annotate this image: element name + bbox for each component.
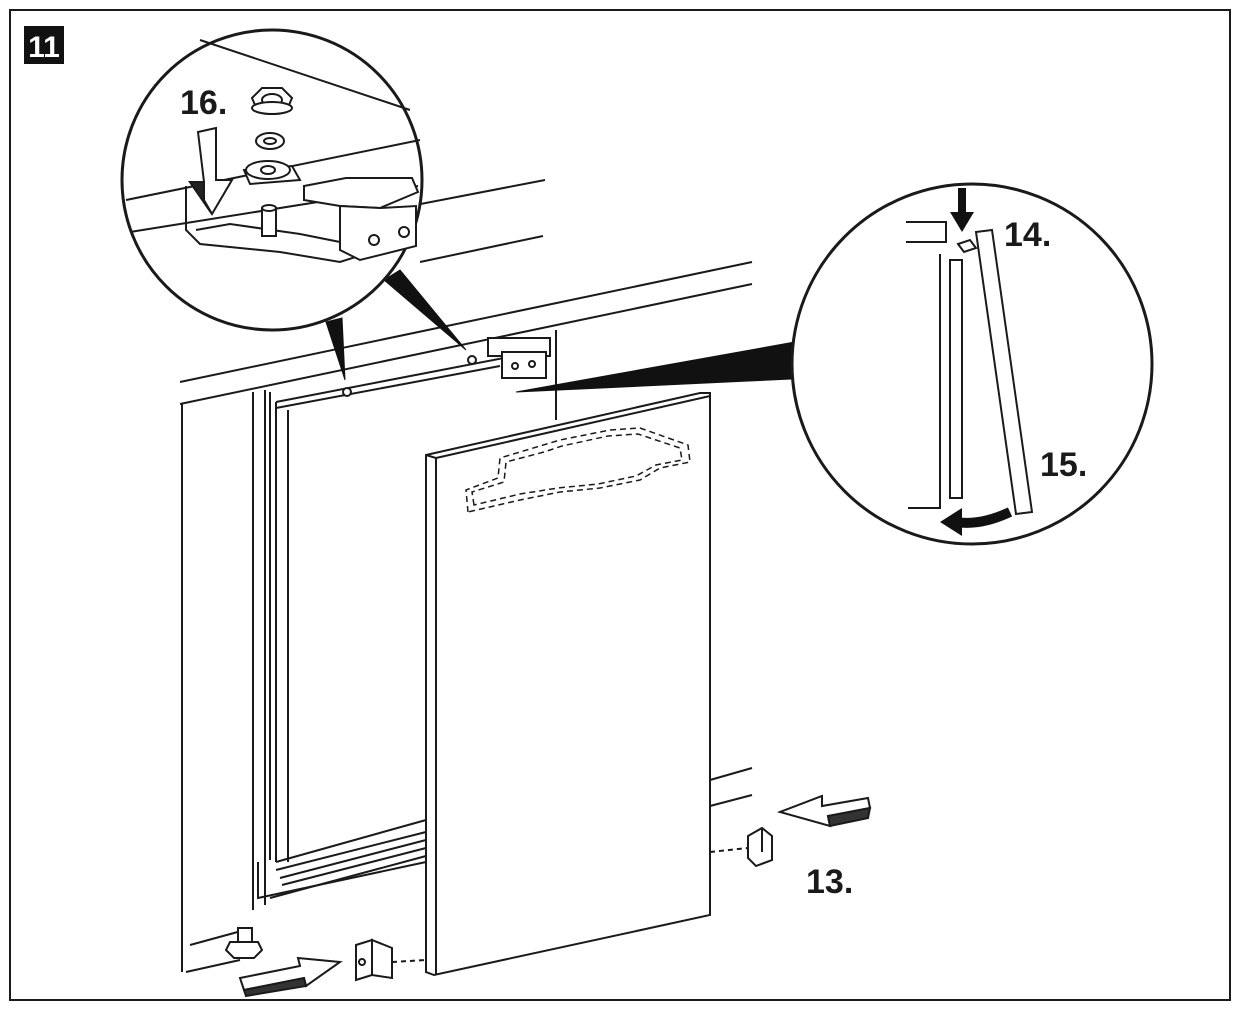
detail-circle-14-15: 14. 15. xyxy=(790,182,1154,546)
step-14-label: 14. xyxy=(1004,216,1051,254)
furniture-door xyxy=(425,392,711,977)
door-hinge xyxy=(342,337,551,397)
step-16-label: 16. xyxy=(180,84,227,122)
step-13-label: 13. xyxy=(806,863,853,901)
right-bracket xyxy=(709,826,773,868)
push-arrow-left xyxy=(238,956,343,998)
step-15-label: 15. xyxy=(1040,446,1087,484)
rotate-arrow-icon xyxy=(940,507,1013,536)
appliance-body xyxy=(185,330,753,973)
adjustable-foot xyxy=(224,927,264,959)
push-arrow-right xyxy=(776,794,872,828)
press-down-arrow-icon xyxy=(188,126,234,216)
step-badge: 11 xyxy=(24,26,64,64)
down-arrow-icon xyxy=(950,188,974,232)
detail-circle-16: 16. xyxy=(120,28,424,332)
left-bracket xyxy=(355,938,427,982)
step-number: 11 xyxy=(28,31,60,64)
nut-icon xyxy=(245,87,294,180)
